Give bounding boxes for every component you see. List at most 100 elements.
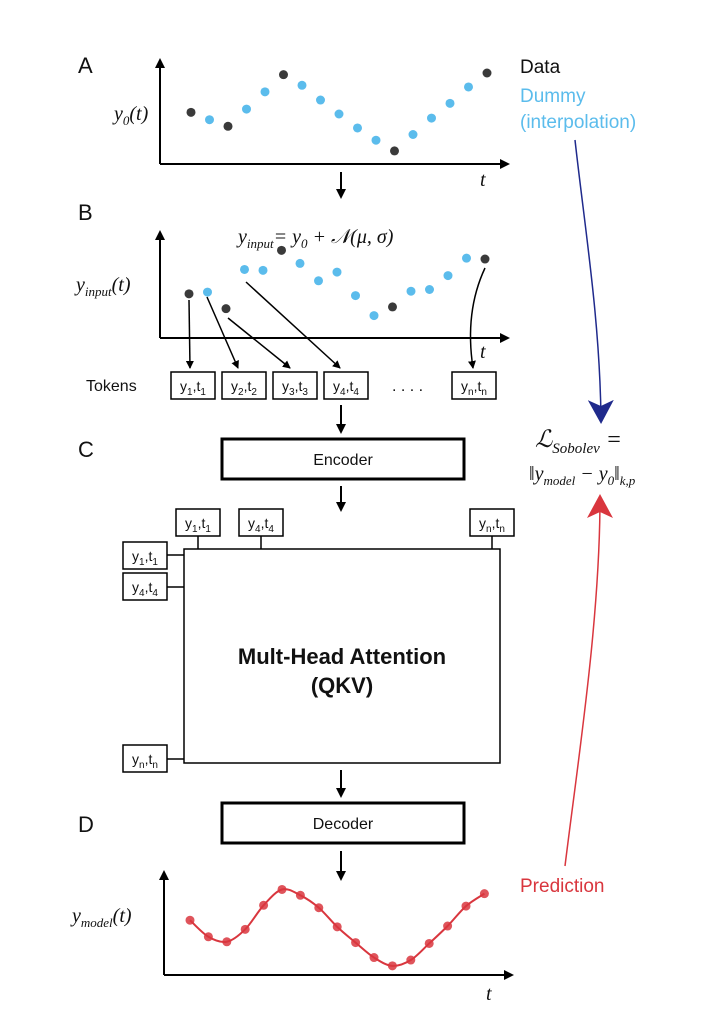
prediction-point <box>369 953 379 963</box>
data-point <box>221 304 231 314</box>
encoder-block <box>220 437 466 481</box>
dummy-point <box>240 264 249 274</box>
panel-d-points <box>185 884 489 971</box>
dummy-point <box>297 80 307 90</box>
panel-d-axes <box>159 870 514 980</box>
token-text: y2,t2 <box>231 378 257 398</box>
data-point <box>277 245 286 255</box>
token-arrow-1 <box>185 299 194 369</box>
dummy-point <box>427 113 436 123</box>
token-box <box>451 371 497 400</box>
dummy-point <box>314 276 323 286</box>
prediction-point <box>479 889 489 899</box>
prediction-point <box>259 900 269 910</box>
legend-prediction: Prediction <box>520 876 605 897</box>
dummy-point <box>371 135 381 145</box>
data-point <box>480 254 490 264</box>
token-text: y3,t3 <box>282 378 308 398</box>
legend-dummy-interpolation: (interpolation) <box>520 112 636 133</box>
data-point <box>223 121 233 131</box>
attention-top-token-n: yn,tn <box>469 508 515 549</box>
dummy-point <box>316 95 325 105</box>
loss-lhs: ℒSobolev = <box>535 427 622 457</box>
data-point <box>482 68 492 78</box>
panel-a-axes <box>155 58 510 169</box>
prediction-point <box>351 938 361 948</box>
attention-title: Mult-Head Attention <box>238 644 446 669</box>
token-2: y2,t2 <box>221 371 267 400</box>
token-n: yn,tn <box>451 371 497 400</box>
panel-d-y-label: ymodel(t) <box>70 905 132 930</box>
token-arrow-4 <box>245 281 341 369</box>
panel-label-d: D <box>78 812 94 837</box>
data-point <box>388 302 397 312</box>
token-box <box>170 371 216 400</box>
dummy-point <box>351 291 360 301</box>
prediction-point <box>240 924 250 934</box>
prediction-point <box>387 961 397 971</box>
loss-rhs: ‖ymodel − y0‖k,p <box>529 463 636 488</box>
prediction-point <box>332 922 342 932</box>
panel-b-y-label: yinput(t) <box>74 274 131 299</box>
panel-label-c: C <box>78 437 94 462</box>
token-text: y4,t4 <box>132 579 158 599</box>
attention-left-token-n: yn,tn <box>122 744 184 773</box>
prediction-point <box>295 890 305 900</box>
token-text: y1,t1 <box>180 378 206 398</box>
token-3: y3,t3 <box>272 371 318 400</box>
token-4: y4,t4 <box>323 371 369 400</box>
dummy-point <box>295 258 305 268</box>
panel-a-points <box>186 68 492 156</box>
decoder-block <box>220 801 466 845</box>
token-box <box>238 508 284 537</box>
dummy-point <box>334 109 344 119</box>
encoder-label: Encoder <box>313 452 373 469</box>
data-point <box>184 289 194 299</box>
attention-top-token-1: y1,t1 <box>175 508 221 549</box>
token-text: yn,tn <box>479 515 505 535</box>
dummy-point <box>258 265 268 275</box>
token-text: yn,tn <box>132 751 158 771</box>
prediction-point <box>443 921 453 931</box>
tokens-label: Tokens <box>86 378 137 395</box>
token-arrows <box>185 267 486 369</box>
data-point <box>279 70 288 80</box>
dummy-point <box>443 271 453 281</box>
tokens-ellipsis: . . . . <box>392 378 423 395</box>
attention-top-token-4: y4,t4 <box>238 508 284 549</box>
token-text: y4,t4 <box>248 515 274 535</box>
attention-left-token-1: y1,t1 <box>122 541 184 570</box>
dummy-point <box>332 267 342 277</box>
dummy-point <box>242 104 251 114</box>
panel-b-points <box>184 245 490 321</box>
token-arrow-3 <box>227 317 291 369</box>
prediction-point <box>424 938 434 948</box>
token-text: y1,t1 <box>185 515 211 535</box>
token-1: y1,t1 <box>170 371 216 400</box>
token-text: y4,t4 <box>333 378 359 398</box>
token-box <box>221 371 267 400</box>
token-box <box>175 508 221 537</box>
noise-equation: yinput= y0 + 𝒩(μ, σ) <box>236 226 394 251</box>
token-box <box>122 744 168 773</box>
token-box <box>469 508 515 537</box>
panel-b-axes <box>155 230 510 343</box>
panel-d-x-label: t <box>486 983 492 1005</box>
data-point <box>390 146 399 156</box>
attention-subtitle: (QKV) <box>311 673 373 698</box>
dummy-to-loss-arrow <box>574 139 614 424</box>
dummy-point <box>425 285 434 294</box>
prediction-to-loss-arrow <box>564 494 613 867</box>
legend-data: Data <box>520 57 561 78</box>
legend-dummy: Dummy <box>520 86 586 107</box>
attention-block <box>183 548 501 764</box>
prediction-point <box>277 884 287 894</box>
dummy-point <box>462 253 471 263</box>
token-arrow-n <box>467 267 486 369</box>
token-box <box>272 371 318 400</box>
data-point <box>186 107 196 117</box>
prediction-point <box>222 937 232 947</box>
panel-a-y-label: y0(t) <box>112 103 149 128</box>
panel-a-x-label: t <box>480 169 486 191</box>
